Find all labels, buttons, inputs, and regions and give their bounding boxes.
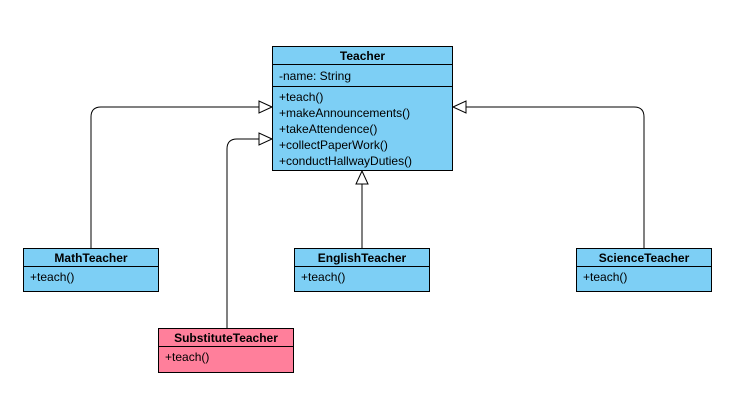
class-name: SubstituteTeacher xyxy=(159,329,293,347)
method-section: +teach() xyxy=(159,347,293,365)
attribute: -name: String xyxy=(279,69,352,83)
attribute-section: -name: String xyxy=(273,65,452,87)
method-section: +teach() xyxy=(577,267,711,285)
class-teacher[interactable]: Teacher -name: String +teach() +makeAnno… xyxy=(272,46,453,171)
class-englishteacher[interactable]: EnglishTeacher +teach() xyxy=(294,248,430,292)
class-substituteteacher[interactable]: SubstituteTeacher +teach() xyxy=(158,328,294,373)
method: +teach() xyxy=(30,270,75,284)
class-name: ScienceTeacher xyxy=(577,249,711,267)
method: +collectPaperWork() xyxy=(279,138,388,152)
method: +conductHallwayDuties() xyxy=(279,154,413,168)
class-name: MathTeacher xyxy=(24,249,158,267)
edge-mathteacher-teacher xyxy=(90,106,259,248)
method-section: +teach() xyxy=(295,267,429,285)
method: +teach() xyxy=(165,350,210,364)
method: +makeAnnouncements() xyxy=(279,106,411,120)
inheritance-arrowhead-substitute xyxy=(258,132,274,146)
class-name: Teacher xyxy=(273,47,452,65)
inheritance-arrowhead-english xyxy=(355,169,369,185)
class-mathteacher[interactable]: MathTeacher +teach() xyxy=(23,248,159,292)
method: +teach() xyxy=(583,270,628,284)
inheritance-arrowhead-math xyxy=(258,100,274,114)
method: +takeAttendence() xyxy=(279,122,378,136)
class-scienceteacher[interactable]: ScienceTeacher +teach() xyxy=(576,248,712,292)
inheritance-arrowhead-science xyxy=(451,100,467,114)
method: +teach() xyxy=(301,270,346,284)
method-section: +teach() xyxy=(24,267,158,285)
method: +teach() xyxy=(279,90,324,104)
edge-scienceteacher-teacher xyxy=(466,106,645,248)
method-section: +teach() +makeAnnouncements() +takeAtten… xyxy=(273,87,452,169)
edge-substituteteacher-teacher xyxy=(226,138,259,328)
class-name: EnglishTeacher xyxy=(295,249,429,267)
